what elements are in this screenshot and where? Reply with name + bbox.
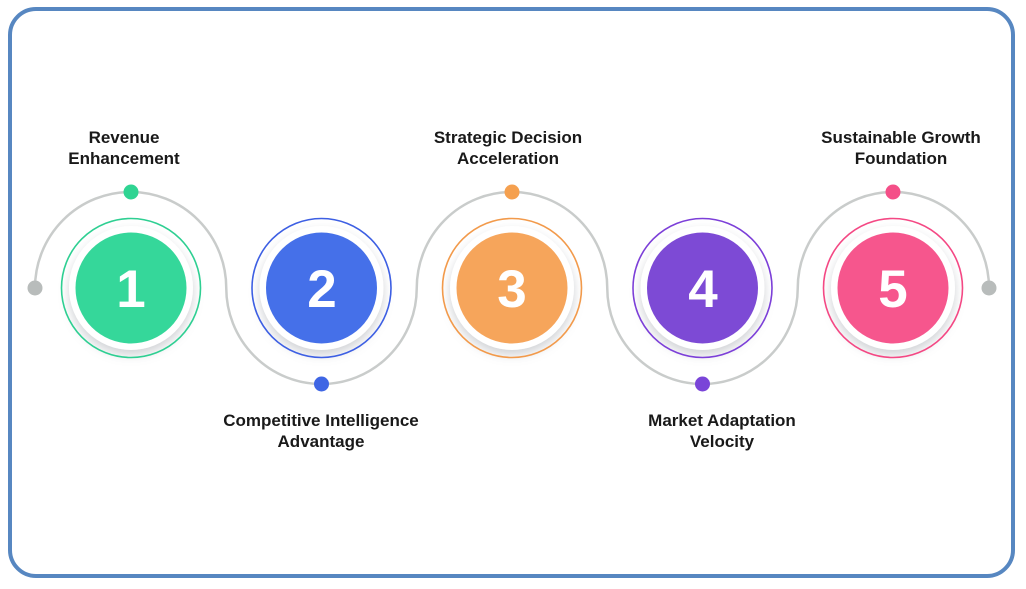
step-2-label: Competitive Intelligence Advantage bbox=[181, 410, 461, 452]
step-4-label: Market Adaptation Velocity bbox=[582, 410, 862, 452]
step-2-number: 2 bbox=[307, 259, 337, 319]
step-5-outer-ring bbox=[822, 217, 964, 359]
step-3-apex-dot bbox=[504, 184, 520, 200]
line-start-dot bbox=[27, 280, 43, 296]
step-2-circle bbox=[266, 232, 377, 344]
step-4-label-line2: Velocity bbox=[689, 432, 755, 451]
step-5-label-line2: Foundation bbox=[854, 149, 948, 168]
step-1-outer-ring bbox=[60, 217, 202, 359]
step-1-label: Revenue Enhancement bbox=[0, 127, 264, 169]
step-1-label-line2: Enhancement bbox=[68, 149, 180, 168]
step-3-label-line2: Acceleration bbox=[456, 149, 560, 168]
step-3-outer-ring bbox=[441, 217, 583, 359]
step-4-apex-dot bbox=[695, 376, 710, 392]
line-end-dot bbox=[981, 280, 997, 296]
step-4-outer-ring bbox=[632, 217, 773, 359]
step-5-label-line1: Sustainable Growth bbox=[821, 128, 981, 147]
step-2-outer-ring bbox=[251, 217, 392, 359]
step-5-apex-dot bbox=[885, 184, 901, 200]
step-2-label-line2: Advantage bbox=[277, 432, 365, 451]
step-1-label-line1: Revenue bbox=[88, 128, 160, 147]
step-3-circle bbox=[456, 232, 568, 344]
step-4-label-line1: Market Adaptation bbox=[648, 411, 796, 430]
step-1-apex-dot bbox=[123, 184, 139, 200]
step-4-number: 4 bbox=[688, 259, 718, 319]
step-2-apex-dot bbox=[314, 376, 329, 392]
step-5-label: Sustainable Growth Foundation bbox=[761, 127, 1026, 169]
step-4-circle bbox=[647, 232, 758, 344]
step-5-number: 5 bbox=[878, 259, 908, 319]
step-3-label-line1: Strategic Decision bbox=[433, 128, 583, 147]
step-2-label-line1: Competitive Intelligence bbox=[223, 411, 419, 430]
step-3-label: Strategic Decision Acceleration bbox=[368, 127, 648, 169]
step-1-number: 1 bbox=[116, 259, 146, 319]
step-1-circle bbox=[75, 232, 187, 344]
step-5-circle bbox=[837, 232, 949, 344]
step-3-number: 3 bbox=[497, 259, 527, 319]
